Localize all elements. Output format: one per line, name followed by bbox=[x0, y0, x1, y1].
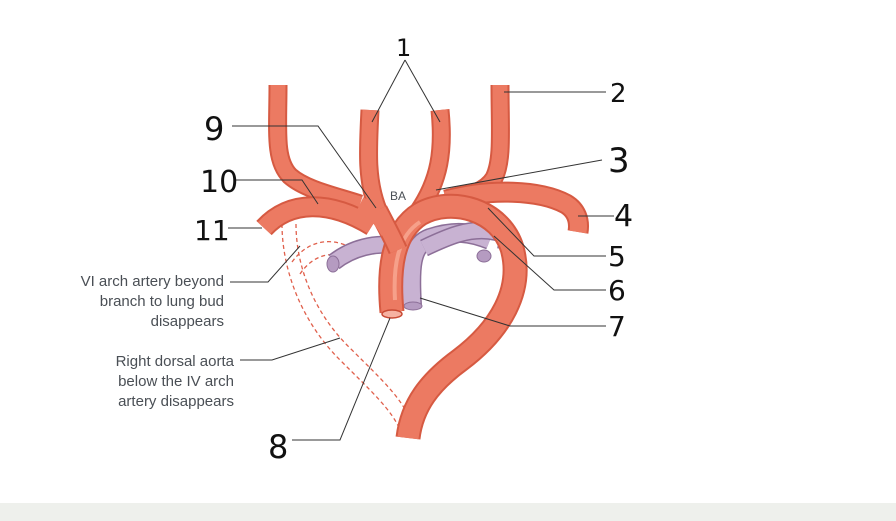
label-9: 9 bbox=[204, 110, 224, 148]
note-vi-arch-artery: VI arch artery beyond branch to lung bud… bbox=[81, 272, 224, 332]
note-vi-arch-line-1: VI arch artery beyond bbox=[80, 273, 224, 290]
pulmonary-arteries bbox=[326, 221, 516, 311]
label-1: 1 bbox=[396, 34, 411, 62]
note-vi-arch-line-3: disappears bbox=[150, 313, 224, 330]
note-right-dorsal-aorta: Right dorsal aorta below the IV arch art… bbox=[116, 352, 234, 412]
bottom-band bbox=[0, 503, 896, 521]
note-dorsal-aorta-line-2: below the IV arch bbox=[118, 373, 234, 390]
note-dorsal-aorta-line-1: Right dorsal aorta bbox=[115, 353, 234, 370]
ba-abbreviation-label: BA bbox=[390, 189, 406, 203]
number-labels: 1 2 3 4 5 6 7 8 9 10 11 bbox=[194, 34, 633, 466]
label-4: 4 bbox=[614, 199, 633, 234]
note-dorsal-aorta-line-3: artery disappears bbox=[118, 393, 234, 410]
label-7: 7 bbox=[608, 310, 626, 343]
label-6: 6 bbox=[608, 274, 626, 307]
label-11: 11 bbox=[194, 214, 230, 247]
note-vi-arch-line-2: branch to lung bud bbox=[99, 293, 224, 310]
label-8: 8 bbox=[268, 428, 288, 466]
arterial-tree bbox=[256, 84, 589, 440]
label-10: 10 bbox=[200, 165, 238, 200]
label-3: 3 bbox=[608, 141, 630, 181]
label-5: 5 bbox=[608, 240, 626, 273]
leader-lines bbox=[228, 59, 614, 441]
label-2: 2 bbox=[610, 79, 627, 109]
